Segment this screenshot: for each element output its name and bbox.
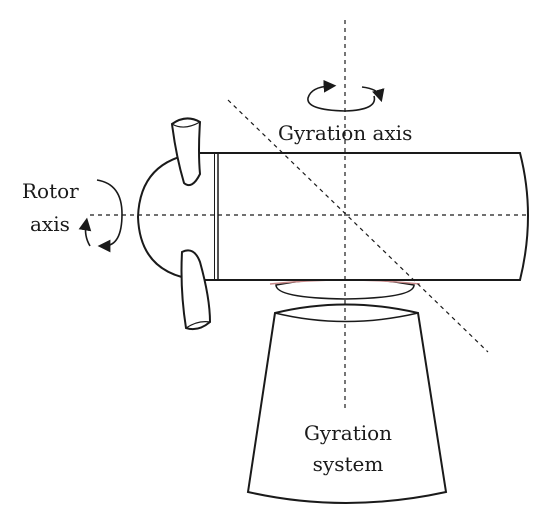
gyration-rotation-arrow-tail-icon <box>361 86 385 103</box>
upper-blade-edge <box>171 121 201 128</box>
gyration-rotation-arrow-icon <box>307 79 376 112</box>
gyration-system-label-line1: Gyration <box>303 421 393 445</box>
rotor-rotation-arrow-tail-icon <box>78 217 92 247</box>
upper-blade <box>170 117 202 187</box>
gyration-system-base <box>246 303 448 504</box>
rotor-body-cylinder <box>213 152 529 281</box>
gyration-system-top-ellipse <box>274 312 419 323</box>
rotor-axis-label-line2: axis <box>30 212 70 236</box>
gyration-system-label-line2: system <box>312 452 384 476</box>
rotor-axis-label-line1: Rotor <box>22 179 79 203</box>
rotor-hub <box>136 152 214 281</box>
gyration-axis-label: Gyration axis <box>278 121 413 145</box>
lower-blade-edge <box>185 321 211 329</box>
rotor-rotation-arrow-icon <box>96 179 123 253</box>
